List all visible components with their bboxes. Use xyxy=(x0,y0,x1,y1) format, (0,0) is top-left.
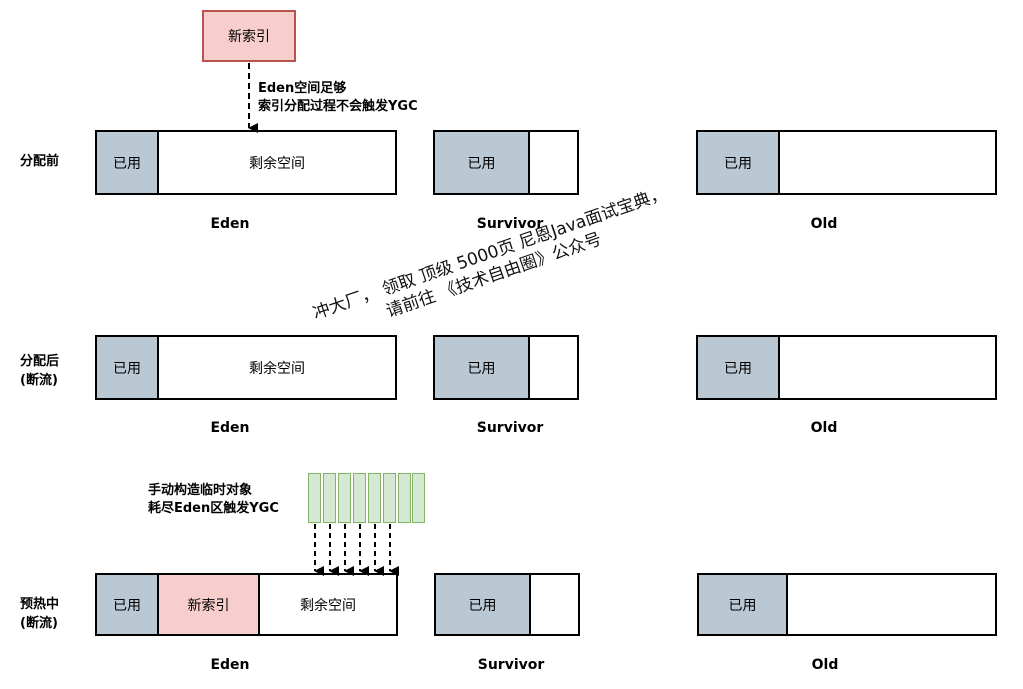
row3-eden-new-index-label: 新索引 xyxy=(187,597,230,614)
row3-eden-free: 剩余空间 xyxy=(258,573,398,636)
top-note-line2: 索引分配过程不会触发YGC xyxy=(258,99,418,114)
row2-eden-free-label: 剩余空间 xyxy=(249,360,305,377)
row1-old-used: 已用 xyxy=(696,130,780,195)
row1-caption-eden: Eden xyxy=(210,216,250,232)
top-note: Eden空间足够 索引分配过程不会触发YGC xyxy=(258,80,418,116)
row2-label: 分配后 (断流) xyxy=(20,352,59,390)
row3-old-used: 已用 xyxy=(697,573,788,636)
temp-object-7 xyxy=(398,473,411,523)
temp-object-1 xyxy=(308,473,321,523)
row1-old-free xyxy=(778,130,997,195)
row1-label-line1: 分配前 xyxy=(20,154,60,169)
row1-old-used-label: 已用 xyxy=(724,155,752,172)
row2-label-line2: (断流) xyxy=(20,373,58,388)
row2-caption-old: Old xyxy=(810,420,838,436)
row3-old-used-label: 已用 xyxy=(728,597,757,614)
row2-label-line1: 分配后 xyxy=(20,354,60,369)
row1-eden-used-label: 已用 xyxy=(113,155,141,172)
row3-label-line2: (断流) xyxy=(20,616,58,631)
row1-caption-old: Old xyxy=(810,216,838,232)
temp-object-8 xyxy=(412,473,425,523)
warmup-note: 手动构造临时对象 耗尽Eden区触发YGC xyxy=(148,482,279,518)
row2-caption-survivor: Survivor xyxy=(476,420,544,436)
row1-label: 分配前 xyxy=(20,152,59,171)
temp-object-5 xyxy=(368,473,381,523)
row1-survivor-free xyxy=(528,130,579,195)
row2-survivor-free xyxy=(528,335,579,400)
row3-eden-used-label: 已用 xyxy=(113,597,141,614)
row3-label: 预热中 (断流) xyxy=(20,595,59,633)
row2-old-free xyxy=(778,335,997,400)
row3-eden-new-index: 新索引 xyxy=(157,573,260,636)
row3-label-line1: 预热中 xyxy=(20,597,60,612)
row3-survivor-free xyxy=(529,573,580,636)
row3-eden-used: 已用 xyxy=(95,573,159,636)
row2-survivor-used-label: 已用 xyxy=(467,360,496,377)
row1-caption-survivor: Survivor xyxy=(476,216,544,232)
top-note-line1: Eden空间足够 xyxy=(258,81,347,96)
row1-survivor-used-label: 已用 xyxy=(467,155,496,172)
temp-object-4 xyxy=(353,473,366,523)
row1-eden-free: 剩余空间 xyxy=(157,130,397,195)
warmup-note-line2: 耗尽Eden区触发YGC xyxy=(148,501,279,516)
row3-survivor-used: 已用 xyxy=(434,573,531,636)
row3-old-free xyxy=(786,573,997,636)
row1-survivor-used: 已用 xyxy=(433,130,530,195)
temp-object-6 xyxy=(383,473,396,523)
temp-object-3 xyxy=(338,473,351,523)
row3-caption-old: Old xyxy=(811,657,839,673)
row3-caption-survivor: Survivor xyxy=(477,657,545,673)
new-index-box: 新索引 xyxy=(202,10,296,62)
row1-eden-used: 已用 xyxy=(95,130,159,195)
new-index-label: 新索引 xyxy=(228,29,270,45)
warmup-note-line1: 手动构造临时对象 xyxy=(148,483,253,498)
row2-caption-eden: Eden xyxy=(210,420,250,436)
row3-caption-eden: Eden xyxy=(210,657,250,673)
row3-survivor-used-label: 已用 xyxy=(468,597,497,614)
row2-eden-used-label: 已用 xyxy=(113,360,141,377)
row2-old-used-label: 已用 xyxy=(724,360,752,377)
row2-survivor-used: 已用 xyxy=(433,335,530,400)
temp-object-2 xyxy=(323,473,336,523)
row3-eden-free-label: 剩余空间 xyxy=(300,597,356,614)
row2-eden-free: 剩余空间 xyxy=(157,335,397,400)
row1-eden-free-label: 剩余空间 xyxy=(249,155,305,172)
